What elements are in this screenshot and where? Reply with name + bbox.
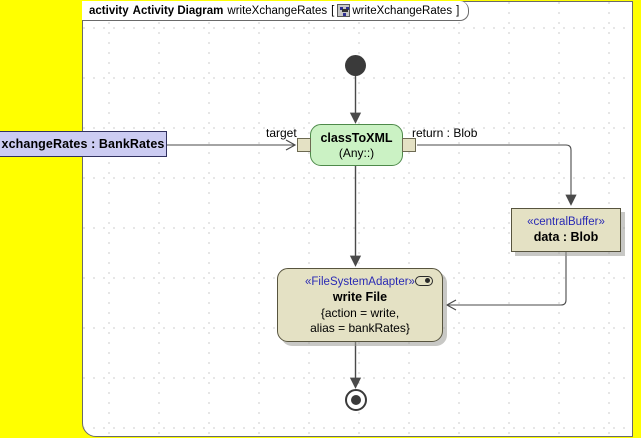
- writefile-constraint-line1: {action = write,: [320, 306, 400, 320]
- writefile-constraint-line2: alias = bankRates}: [310, 321, 410, 335]
- action-node-writefile[interactable]: «FileSystemAdapter» write File {action =…: [277, 268, 443, 342]
- frame-header-tab[interactable]: activity Activity Diagram writeXchangeRa…: [82, 1, 470, 21]
- frame-name: writeXchangeRates: [227, 4, 328, 17]
- action-classtoxml-subtitle: (Any::): [338, 145, 375, 160]
- pin-label-return: return : Blob: [412, 126, 478, 140]
- frame-qualified-name: writeXchangeRates: [352, 4, 453, 17]
- pin-label-target: target: [266, 126, 297, 140]
- action-classtoxml-title: classToXML: [320, 130, 393, 145]
- frame-bracket-close: ]: [456, 4, 460, 17]
- central-buffer-label: data : Blob: [533, 230, 599, 244]
- central-buffer-node[interactable]: «centralBuffer» data : Blob: [511, 208, 621, 252]
- input-pin-target[interactable]: [297, 138, 311, 152]
- writefile-title: write File: [332, 290, 388, 304]
- object-node-label: xchangeRates : BankRates: [1, 137, 165, 151]
- initial-node[interactable]: [345, 55, 366, 76]
- frame-type-label: Activity Diagram: [132, 4, 224, 17]
- action-node-classtoxml[interactable]: classToXML (Any::): [310, 124, 403, 166]
- frame-bracket-open: [: [331, 4, 335, 17]
- object-node-xchangerates[interactable]: xchangeRates : BankRates: [0, 131, 167, 157]
- frame-keyword: activity: [89, 4, 129, 17]
- central-buffer-stereotype: «centralBuffer»: [527, 216, 605, 228]
- port-badge-icon: [415, 276, 433, 286]
- output-pin-return[interactable]: [402, 138, 416, 152]
- activity-final-node[interactable]: [345, 389, 367, 411]
- activity-diagram-icon: [337, 4, 351, 17]
- writefile-stereotype: «FileSystemAdapter»: [305, 276, 415, 288]
